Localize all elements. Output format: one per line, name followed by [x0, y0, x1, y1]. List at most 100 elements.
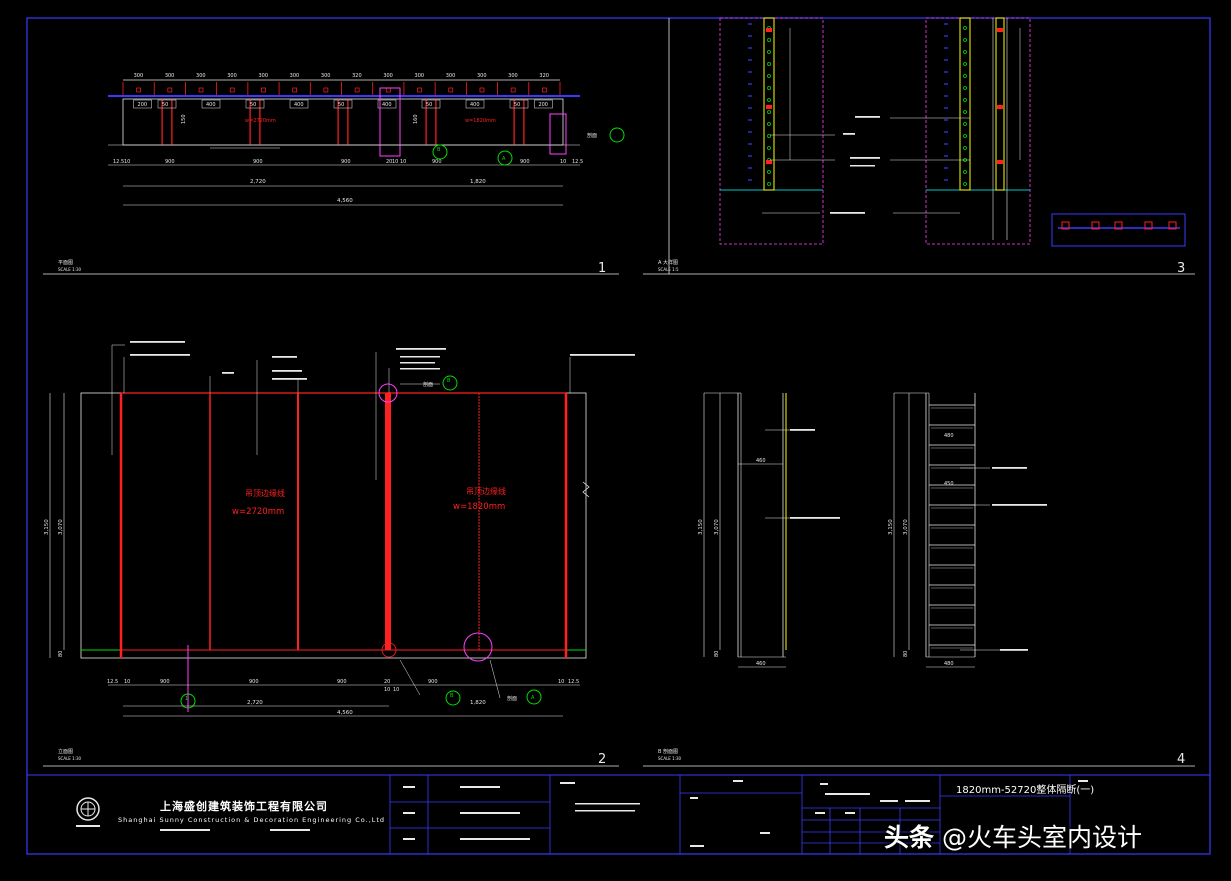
plan-subtotal-2: 1,820: [470, 179, 486, 185]
plan-bubble-a-text: A: [502, 156, 506, 162]
plan-top-dim: 300: [477, 73, 487, 79]
sec2-height-3070: 3,070: [903, 519, 909, 535]
plan-module-box: [133, 99, 152, 109]
plan-row-dim: 10: [124, 159, 130, 165]
plan-module-dim: 400: [206, 102, 216, 108]
plan-module-dim: 50: [162, 102, 168, 108]
plan-module-box: [245, 99, 265, 109]
detail-bolt: [767, 74, 771, 78]
plan-module-dim: 50: [514, 102, 520, 108]
elev-subtotal-2: 1,820: [470, 700, 486, 706]
plan-module-box: [465, 99, 485, 109]
elev-bottom-80: 80: [58, 651, 64, 657]
detail-bolt: [963, 134, 967, 138]
elev-callout-bottom: 剖面: [507, 695, 517, 702]
elev-bottom-dim: 900: [428, 679, 438, 685]
title-block-grid: [389, 775, 1071, 854]
detail-anchor: [997, 28, 1003, 32]
detail-bolt: [963, 98, 967, 102]
plan-hanger-mark: [136, 87, 141, 93]
plan-module-box: [509, 99, 529, 109]
detail-bolt: [767, 110, 771, 114]
sheet-border: [26, 17, 1211, 855]
detail-anchor: [997, 105, 1003, 109]
sec2-bottom-80: 80: [903, 651, 909, 657]
plan-bubble-b: [432, 144, 448, 160]
detail-bolt: [767, 182, 771, 186]
plan-top-dim: 300: [196, 73, 206, 79]
plan-top-dim: 320: [352, 73, 362, 79]
plan-row-dim: 900: [432, 159, 442, 165]
plan-hanger-mark: [292, 87, 298, 93]
elev-bottom-dim: 10: [393, 687, 399, 693]
plan-hanger-mark: [542, 87, 547, 93]
elev-label-2-w: w=1820mm: [453, 502, 505, 512]
plan-hanger-mark: [198, 87, 204, 93]
plan-top-dim: 300: [134, 73, 144, 79]
elev-bottom-dim: 10: [558, 679, 564, 685]
elev-height-3070: 3,070: [58, 519, 64, 535]
plan-module-dim: 200: [538, 102, 548, 108]
elev-bottom-dim: 900: [337, 679, 347, 685]
elev-bottom-dim: 10: [384, 687, 390, 693]
sec1-width-460-top: 460: [756, 458, 766, 464]
v1-title: 平面图: [58, 260, 73, 266]
legend-clip: [1168, 221, 1177, 230]
title-block-frame: [26, 774, 1211, 855]
plan-total: 4,560: [337, 198, 353, 204]
plan-row-dim: 900: [520, 159, 530, 165]
detail-bolt: [963, 86, 967, 90]
plan-module-dim: 50: [250, 102, 256, 108]
viewport-title-bars: [43, 273, 1195, 767]
plan-module-box: [201, 99, 221, 109]
plan-row-dim: 10: [400, 159, 406, 165]
plan-module-dim: 200: [138, 102, 148, 108]
company-name-en: Shanghai Sunny Construction & Decoration…: [118, 816, 386, 824]
elev-label-1: 吊顶边缘线: [245, 488, 285, 498]
sec2-height-3150: 3,150: [888, 519, 894, 535]
plan-height-160: 160: [413, 114, 419, 124]
detail-bolt: [963, 50, 967, 54]
plan-row-dim: 10: [560, 159, 566, 165]
v2-title: 立面图: [58, 748, 73, 755]
v4-number: 4: [1177, 752, 1185, 767]
elev-bottom-dim: 12.5: [568, 679, 579, 685]
detail-bolt: [767, 134, 771, 138]
sec1-height-3150: 3,150: [698, 519, 704, 535]
v2-scale: SCALE 1:30: [58, 756, 82, 761]
detail-bolt: [963, 110, 967, 114]
sec1-height-3070: 3,070: [714, 519, 720, 535]
elev-bottom-dim: 12.5: [107, 679, 118, 685]
elev-bottom-dim: 10: [124, 679, 130, 685]
elev-bubble-b-top: B: [447, 378, 451, 384]
plan-hanger-mark: [261, 87, 266, 93]
plan-top-dim: 300: [508, 73, 518, 79]
plan-row-dim: 20: [386, 159, 392, 165]
detail-bolt: [767, 50, 771, 54]
plan-top-dim: 320: [539, 73, 549, 79]
detail-view: 3 A 大样图 SCALE 1:5: [658, 17, 1186, 276]
elev-bubble-b-bottom: B: [450, 693, 454, 699]
plan-row-dim: 900: [341, 159, 351, 165]
title-block-text-stubs: [160, 780, 1088, 847]
plan-row-dim: 900: [165, 159, 175, 165]
plan-row-dim: 12.5: [113, 159, 124, 165]
elev-label-1-w: w=2720mm: [232, 507, 284, 517]
plan-hanger-mark: [354, 87, 360, 93]
elev-total: 4,560: [337, 710, 353, 716]
elev-subtotal-1: 2,720: [247, 700, 263, 706]
plan-side-label: 剖面: [587, 132, 597, 139]
detail-bolt: [767, 122, 771, 126]
plan-hanger-mark: [448, 87, 454, 93]
plan-module-box: [289, 99, 309, 109]
sec2-width-450: 450: [944, 481, 954, 487]
plan-top-dim: 300: [258, 73, 268, 79]
plan-bubble-a: [497, 150, 513, 166]
detail-bolt: [963, 74, 967, 78]
watermark: 头条 @火车头室内设计: [884, 818, 1142, 854]
v3-scale: SCALE 1:5: [658, 267, 679, 272]
plan-height-150: 150: [181, 114, 187, 124]
plan-bubble-side: [609, 127, 625, 143]
detail-bolt: [767, 38, 771, 42]
